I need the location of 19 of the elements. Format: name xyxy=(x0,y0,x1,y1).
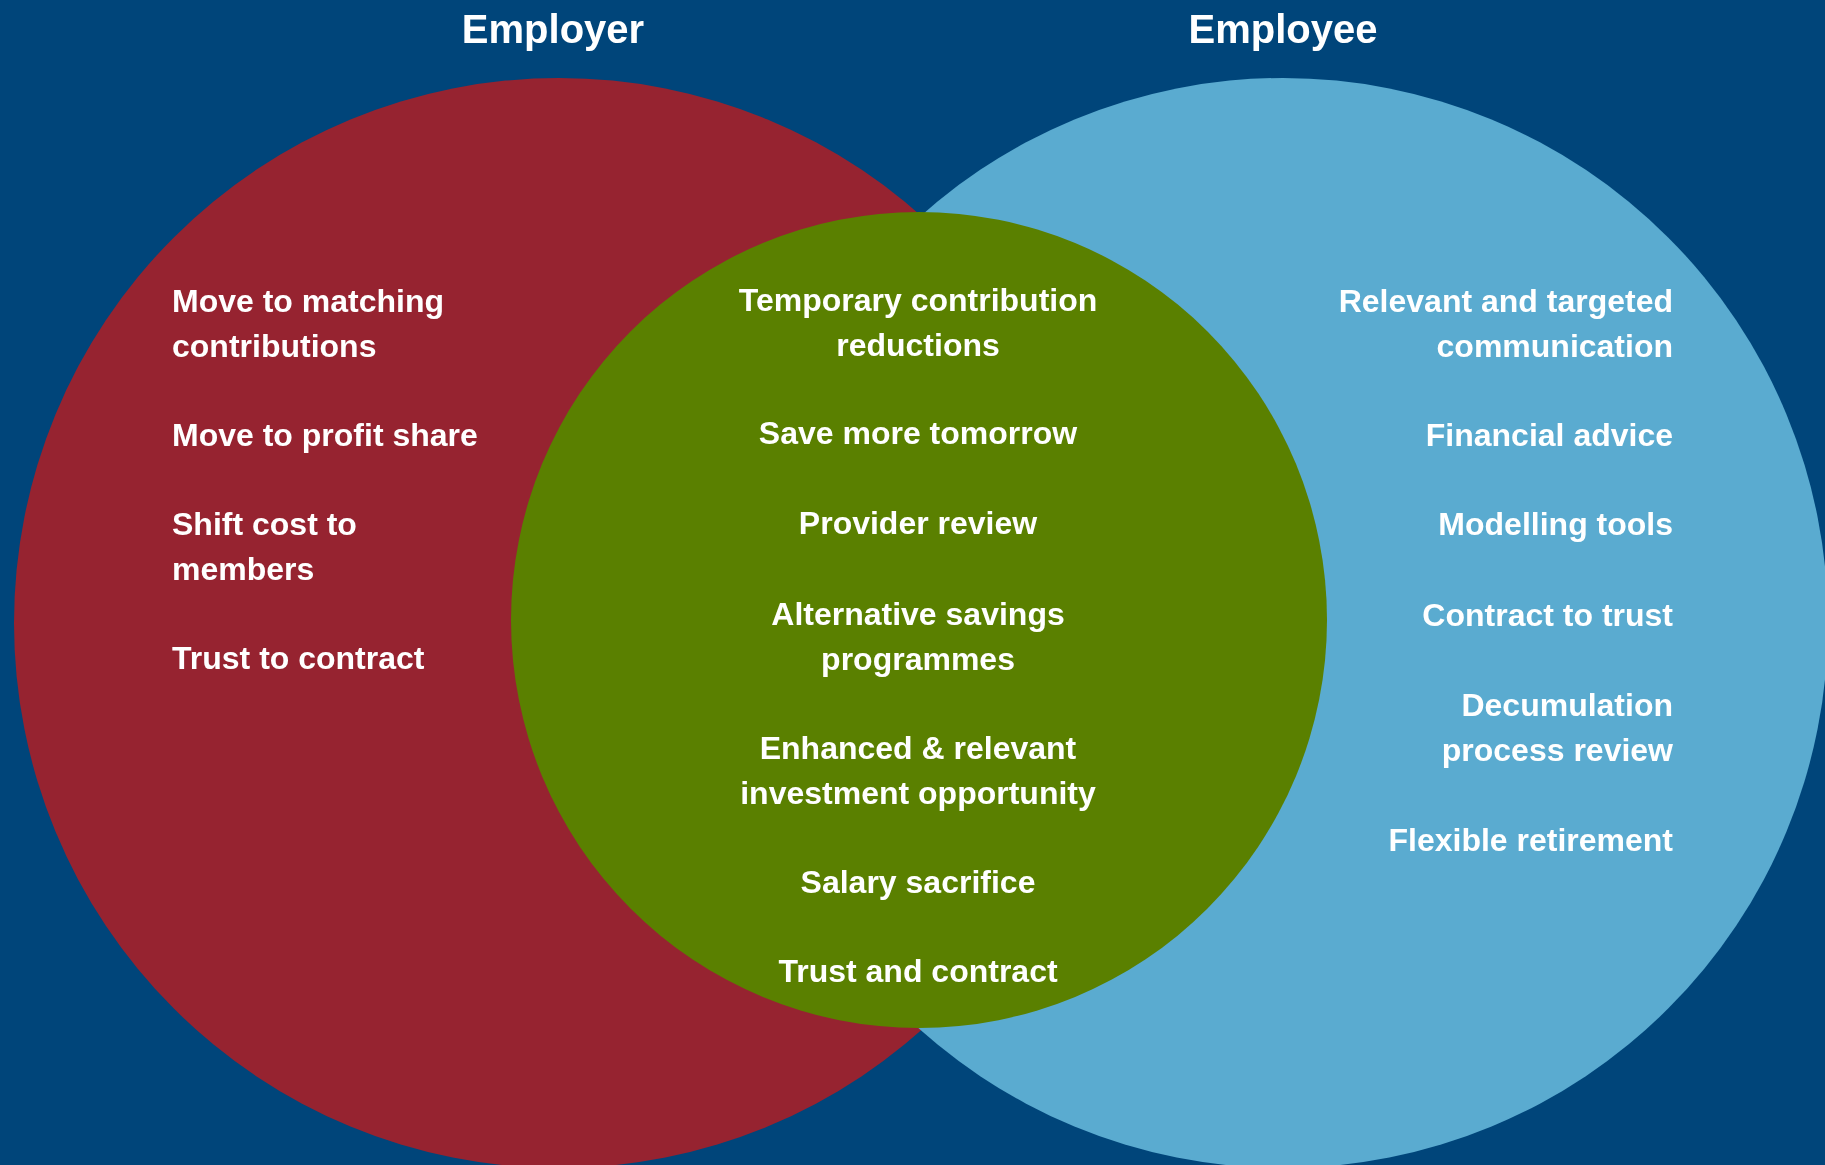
item-text: Trust and contract xyxy=(777,952,1059,991)
item-text: Salary sacrifice xyxy=(799,863,1037,902)
item-text: Shift cost to members xyxy=(172,505,358,589)
item-text: Provider review xyxy=(797,504,1039,543)
item-text: Enhanced & relevant investment opportunity xyxy=(739,729,1097,813)
item-text: Modelling tools xyxy=(1437,505,1673,544)
item-text: Flexible retirement xyxy=(1387,821,1673,860)
item-text: Alternative savings programmes xyxy=(770,595,1066,679)
item-text: Financial advice xyxy=(1424,416,1673,455)
item-text: Trust to contract xyxy=(172,639,426,678)
circle-heading: Employee xyxy=(1187,6,1379,53)
item-text: Decumulation process review xyxy=(1440,686,1673,770)
item-text: Move to profit share xyxy=(172,416,479,455)
item-text: Save more tomorrow xyxy=(757,414,1079,453)
item-text: Contract to trust xyxy=(1421,596,1673,635)
circle-heading: Employer xyxy=(460,6,646,53)
item-text: Temporary contribution reductions xyxy=(737,281,1099,365)
item-text: Relevant and targeted communication xyxy=(1337,282,1673,366)
item-text: Move to matching contributions xyxy=(172,282,445,366)
